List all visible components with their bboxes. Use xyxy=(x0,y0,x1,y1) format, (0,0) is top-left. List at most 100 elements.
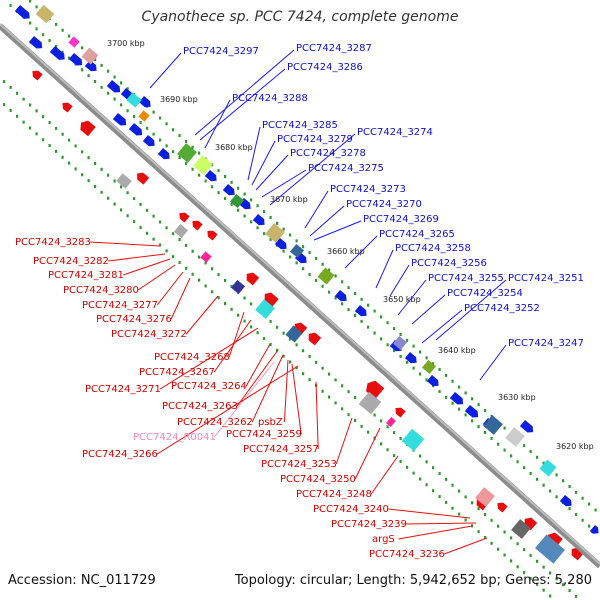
gene-label-forward: PCC7424_3285 xyxy=(262,120,338,131)
label-connector xyxy=(159,327,259,390)
tick-dot xyxy=(113,75,116,79)
tick-dot xyxy=(243,192,246,196)
label-connector xyxy=(309,205,345,237)
label-connector xyxy=(335,417,353,465)
forward-gene xyxy=(14,5,30,19)
label-connector xyxy=(90,241,161,247)
tick-dot xyxy=(393,327,396,331)
tick-dot xyxy=(172,255,175,259)
label-connector xyxy=(156,271,184,306)
forward-gene xyxy=(464,405,479,418)
tick-dot xyxy=(523,548,526,552)
gene-label-forward: PCC7424_3270 xyxy=(346,199,422,210)
tick-dot xyxy=(9,108,12,112)
kbp-tick-label: 3670 kbp xyxy=(270,195,308,204)
tick-dot xyxy=(139,225,142,229)
tick-dot xyxy=(393,349,396,353)
gene-block xyxy=(358,391,382,415)
tick-dot xyxy=(133,220,136,224)
genome-backbone xyxy=(0,23,600,569)
tick-dot xyxy=(536,582,539,586)
label-connector xyxy=(375,249,394,289)
tick-dot xyxy=(464,391,467,395)
tick-dot xyxy=(230,307,233,311)
forward-gene xyxy=(142,135,155,147)
tick-dot xyxy=(497,442,500,446)
tick-dot xyxy=(87,179,90,183)
tick-dot xyxy=(29,126,32,130)
tick-dot xyxy=(295,366,298,370)
tick-dot xyxy=(451,506,454,510)
label-connector xyxy=(228,311,245,358)
tick-dot xyxy=(204,179,207,183)
gene-label-reverse: PCC7424_3280 xyxy=(63,285,139,296)
tick-dot xyxy=(94,185,97,188)
tick-dot xyxy=(542,483,545,487)
forward-gene xyxy=(404,352,417,364)
tick-dot xyxy=(269,319,272,323)
kbp-tick-label: 3630 kbp xyxy=(498,393,536,402)
tick-dot xyxy=(536,559,539,563)
tick-dot xyxy=(16,114,19,118)
tick-dot xyxy=(185,243,188,247)
tick-dot xyxy=(243,296,246,300)
tick-dot xyxy=(269,342,272,346)
tick-dot xyxy=(198,151,201,155)
gene-label-forward: PCC7424_3256 xyxy=(411,258,487,269)
tick-dot xyxy=(360,424,363,428)
tick-dot xyxy=(48,121,51,125)
tick-dot xyxy=(29,103,32,107)
label-connector xyxy=(236,349,279,407)
tick-dot xyxy=(42,138,45,142)
tick-dot xyxy=(399,459,402,463)
tick-dot xyxy=(282,354,285,358)
gene-block xyxy=(539,459,557,477)
tick-dot xyxy=(55,126,58,130)
tick-dot xyxy=(419,372,422,376)
gene-block xyxy=(200,251,212,263)
tick-dot xyxy=(152,110,155,114)
tick-dot xyxy=(477,403,480,407)
tick-dot xyxy=(55,149,58,153)
tick-dot xyxy=(159,220,162,224)
label-connector xyxy=(194,49,295,136)
tick-dot xyxy=(172,150,175,154)
reverse-gene xyxy=(137,172,150,185)
forward-gene xyxy=(112,113,127,126)
tick-dot xyxy=(458,512,461,516)
tick-dot xyxy=(289,337,292,341)
reverse-gene xyxy=(179,212,190,223)
tick-dot xyxy=(562,583,565,587)
kbp-tick-label: 3690 kbp xyxy=(160,95,198,104)
tick-dot xyxy=(367,325,370,329)
tick-dot xyxy=(588,502,591,506)
tick-dot xyxy=(302,372,305,376)
tick-dot xyxy=(516,565,519,569)
tick-dot xyxy=(68,161,71,165)
tick-dot xyxy=(120,81,123,85)
label-lines-layer xyxy=(90,49,507,555)
tick-dot xyxy=(282,249,285,253)
tick-dot xyxy=(477,507,480,511)
tick-dot xyxy=(165,249,168,253)
tick-dot xyxy=(497,524,500,528)
tick-dot xyxy=(269,215,272,219)
label-connector xyxy=(411,294,446,325)
tick-dot xyxy=(315,256,318,260)
kbp-tick-label: 3680 kbp xyxy=(215,143,253,152)
gene-label-reverse: PCC7424_3250 xyxy=(280,474,356,485)
label-connector xyxy=(170,277,191,320)
gene-label-reverse: PCC7424_3236 xyxy=(369,549,445,560)
tick-dot xyxy=(328,395,331,399)
tick-dot xyxy=(360,319,363,323)
forward-gene xyxy=(274,238,287,250)
tick-dot xyxy=(490,518,493,522)
tick-dot xyxy=(471,501,474,505)
tick-dot xyxy=(555,473,558,477)
tick-dot xyxy=(289,360,292,364)
tick-dot xyxy=(549,571,552,575)
tick-dot xyxy=(412,344,415,348)
tick-dot xyxy=(386,425,389,429)
tick-dot xyxy=(133,197,136,201)
tick-dot xyxy=(347,413,350,417)
